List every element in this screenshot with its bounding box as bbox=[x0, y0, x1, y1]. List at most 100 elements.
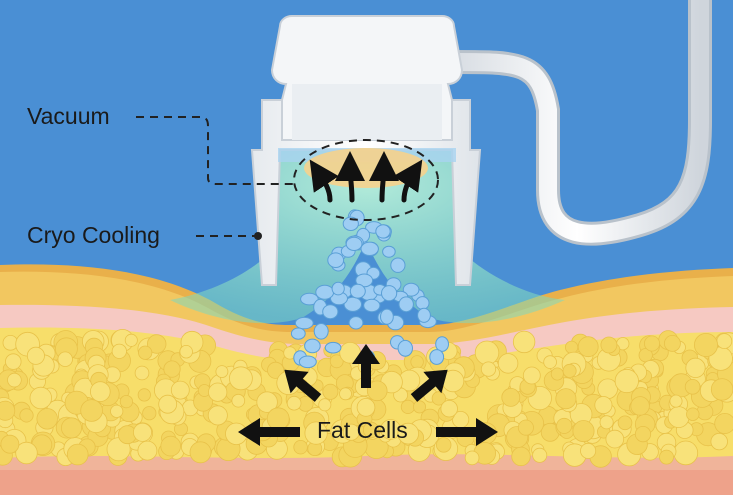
frozen-cell bbox=[382, 245, 396, 258]
fat-cell bbox=[90, 381, 111, 402]
fat-cell bbox=[664, 334, 681, 352]
fat-cell bbox=[714, 413, 733, 434]
fat-cell bbox=[474, 340, 500, 366]
fat-cell bbox=[673, 440, 699, 466]
fat-cell bbox=[286, 395, 302, 411]
frozen-cell bbox=[313, 323, 329, 340]
frozen-cell bbox=[348, 316, 364, 330]
fat-cell bbox=[163, 360, 181, 378]
arrow-icon bbox=[436, 418, 498, 446]
fat-cell bbox=[517, 419, 534, 436]
fat-cell bbox=[256, 391, 278, 413]
fat-cell bbox=[111, 343, 127, 359]
frozen-cell bbox=[343, 296, 362, 312]
frozen-cell bbox=[324, 341, 342, 354]
frozen-cell bbox=[294, 316, 314, 330]
fat-cell bbox=[512, 330, 536, 354]
frozen-cell bbox=[298, 355, 317, 369]
fat-cell bbox=[29, 386, 53, 410]
fat-cell bbox=[716, 333, 733, 350]
arrow-icon bbox=[410, 369, 448, 402]
fat-cell bbox=[600, 336, 618, 354]
fat-cell bbox=[532, 447, 548, 463]
fat-arrows bbox=[238, 344, 498, 446]
cryo-leader-dot bbox=[254, 232, 262, 240]
fat-cell bbox=[543, 355, 557, 369]
fat-cell bbox=[599, 415, 614, 430]
fat-cell bbox=[356, 398, 376, 417]
frozen-cell bbox=[331, 281, 345, 296]
fat-cell bbox=[710, 432, 728, 451]
frozen-cell bbox=[380, 308, 394, 325]
fat-cell bbox=[572, 420, 595, 443]
suction-arrows bbox=[309, 151, 423, 203]
frozen-cell bbox=[390, 257, 406, 273]
applicator-neck bbox=[292, 84, 442, 140]
fat-cell bbox=[710, 378, 733, 401]
fat-cell bbox=[659, 449, 674, 465]
frozen-cell bbox=[349, 283, 366, 299]
fat-cell bbox=[522, 366, 541, 385]
frozen-cell bbox=[363, 298, 381, 313]
fat-cell bbox=[66, 443, 89, 466]
fat-cell bbox=[266, 407, 290, 431]
fat-cell bbox=[318, 398, 332, 412]
arrow-icon bbox=[238, 418, 300, 446]
fat-cell bbox=[501, 387, 521, 407]
fat-cell bbox=[36, 408, 58, 430]
frozen-cell bbox=[435, 336, 450, 352]
fat-cell bbox=[132, 422, 152, 442]
fat-cell bbox=[436, 437, 452, 453]
fat-cells-label: Fat Cells bbox=[317, 417, 408, 443]
fat-cell bbox=[189, 441, 212, 464]
frozen-cell bbox=[417, 307, 431, 323]
fat-cell bbox=[80, 399, 103, 422]
frozen-cell bbox=[315, 284, 335, 300]
frozen-cell bbox=[415, 296, 430, 310]
fat-cell bbox=[160, 435, 182, 457]
fat-cell bbox=[19, 408, 34, 423]
fat-cell bbox=[362, 421, 380, 439]
fat-cell bbox=[614, 368, 639, 394]
fat-cell bbox=[170, 380, 190, 400]
suction-arrow-icon bbox=[393, 159, 423, 203]
frozen-cell bbox=[290, 327, 306, 340]
arrow-icon bbox=[284, 369, 322, 402]
fat-cell bbox=[267, 361, 285, 379]
frozen-cell bbox=[398, 296, 414, 313]
fat-cell bbox=[15, 441, 38, 465]
fat-cell bbox=[431, 391, 446, 406]
fat-cells-group bbox=[0, 328, 733, 468]
fat-cell bbox=[400, 399, 415, 414]
frozen-cell bbox=[429, 349, 445, 365]
fat-cell bbox=[694, 332, 719, 357]
frozen-cell bbox=[300, 292, 319, 306]
fat-cell bbox=[594, 396, 613, 415]
fat-cell bbox=[158, 394, 178, 414]
fat-cell bbox=[146, 334, 167, 354]
fat-cell bbox=[555, 388, 577, 410]
cryo-cooling-label: Cryo Cooling bbox=[27, 222, 160, 248]
fat-cell bbox=[57, 351, 73, 367]
arrow-icon bbox=[352, 344, 380, 388]
fat-cell bbox=[511, 446, 531, 467]
fat-cell bbox=[137, 388, 151, 402]
fat-cell bbox=[366, 380, 388, 402]
fat-cell bbox=[580, 442, 597, 459]
fat-cell bbox=[342, 423, 360, 441]
fat-cell bbox=[685, 357, 706, 378]
frozen-cell bbox=[304, 338, 321, 354]
fat-cell bbox=[564, 340, 579, 354]
fat-cell bbox=[142, 406, 157, 421]
deep-tissue-edge bbox=[0, 454, 733, 470]
frozen-cell bbox=[322, 304, 339, 320]
fat-cell bbox=[630, 396, 650, 416]
suction-arrow-icon bbox=[309, 159, 339, 203]
fat-cell bbox=[215, 365, 229, 379]
fat-cell bbox=[228, 366, 253, 391]
fat-cell bbox=[669, 394, 683, 408]
suction-arrow-icon bbox=[335, 151, 366, 203]
fat-cell bbox=[412, 400, 426, 414]
fat-cell bbox=[397, 422, 420, 445]
